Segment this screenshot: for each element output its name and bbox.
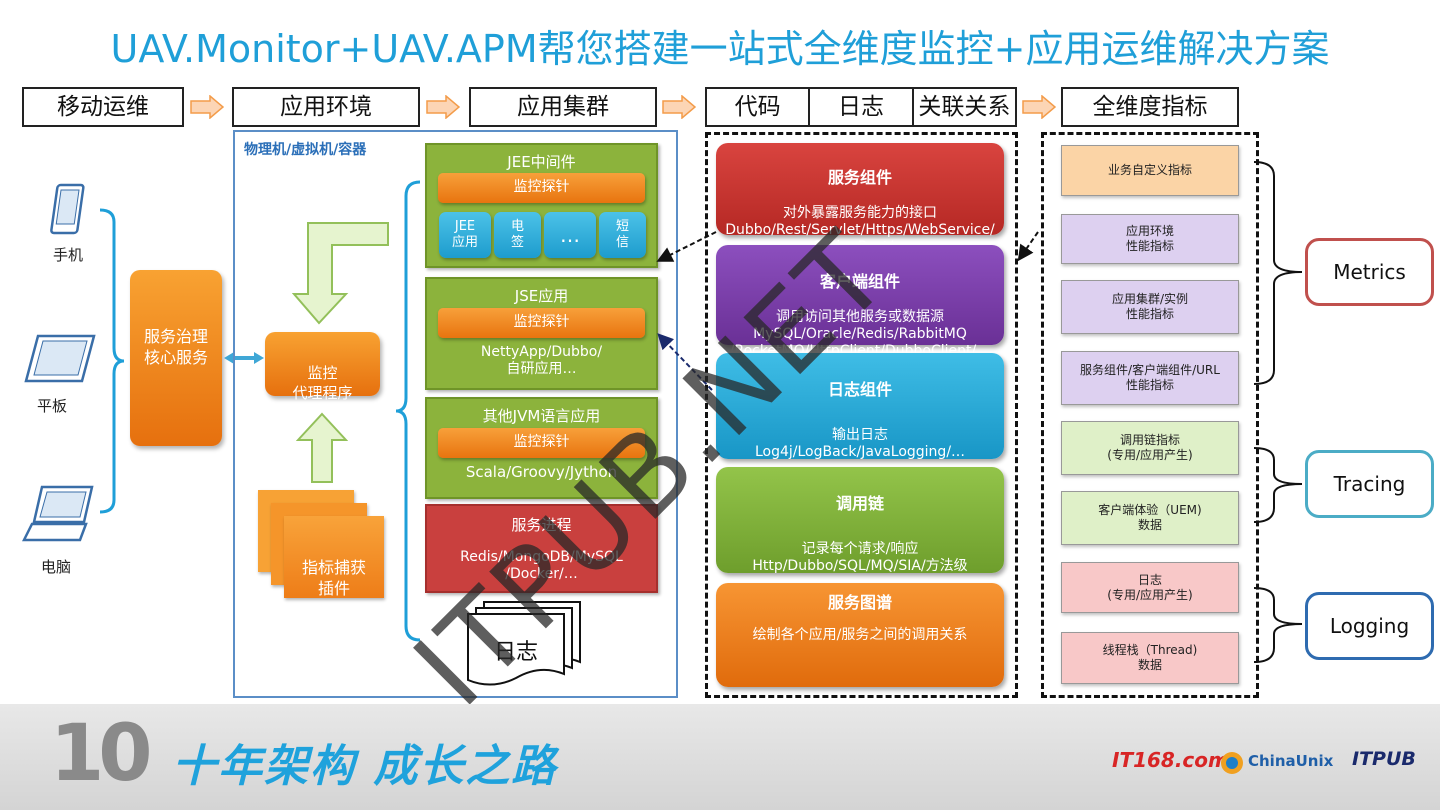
component-log: 日志组件 输出日志 Log4j/LogBack/JavaLogging/…: [716, 353, 1004, 460]
metric-thread: 线程栈（Thread) 数据: [1061, 632, 1239, 684]
phone-icon: [50, 183, 85, 235]
tracing-brace: [1253, 447, 1303, 523]
component-client: 客户端组件 调用访问其他服务或数据源 MySQL/Oracle/Redis/Ra…: [716, 245, 1004, 359]
jvm-probe: 监控探针: [438, 428, 645, 458]
component-service-map: 服务图谱 绘制各个应用/服务之间的调用关系: [716, 583, 1004, 687]
component-client-title: 客户端组件: [819, 272, 900, 291]
component-log-desc: 输出日志 Log4j/LogBack/JavaLogging/…: [754, 427, 966, 460]
category-logging: Logging: [1305, 592, 1434, 660]
component-map-desc: 绘制各个应用/服务之间的调用关系: [752, 627, 968, 643]
jee-probe: 监控探针: [438, 173, 645, 203]
metric-cluster: 应用集群/实例 性能指标: [1061, 280, 1239, 334]
cluster-brace: [395, 180, 421, 642]
devices-brace: [99, 208, 125, 514]
plugin-label: 指标捕获 插件: [301, 558, 366, 598]
header-app-cluster: 应用集群: [469, 87, 657, 127]
metric-trace: 调用链指标 (专用/应用产生): [1061, 421, 1239, 475]
component-column-frame: [705, 132, 1018, 698]
core-service-box: 服务治理核心服务: [130, 270, 222, 446]
jee-tile-app: JEE 应用: [439, 212, 491, 258]
metric-business: 业务自定义指标: [1061, 145, 1239, 196]
component-log-title: 日志组件: [827, 380, 892, 399]
computer-label: 电脑: [40, 558, 71, 576]
header-log: 日志: [810, 89, 914, 125]
app-env-frame: [233, 130, 678, 698]
service-process-panel: 服务进程 Redis/MongoDB/MySQL /Docker/…: [425, 504, 658, 593]
it168-logo: IT168.com: [1112, 748, 1229, 772]
component-service-title: 服务组件: [827, 168, 892, 187]
header-app-env: 应用环境: [232, 87, 420, 127]
header-relation: 关联关系: [918, 94, 1011, 120]
jse-desc: NettyApp/Dubbo/ 自研应用…: [480, 344, 603, 377]
jvm-desc: Scala/Groovy/Jython: [465, 463, 618, 481]
jee-title: JEE中间件: [507, 153, 576, 171]
proc-title: 服务进程: [511, 516, 572, 534]
header-code: 代码: [707, 89, 811, 125]
connector-arrows: [656, 231, 1039, 391]
jee-tile-sign: 电 签: [494, 212, 541, 258]
footer-bar: [0, 704, 1440, 810]
log-doc-label: 日志: [493, 640, 538, 665]
header-code-log-relation: 代码 日志 关联关系: [705, 87, 1017, 127]
env-caption: 物理机/虚拟机/容器: [244, 142, 367, 158]
header-mobile-ops: 移动运维: [22, 87, 184, 127]
phone-label: 手机: [52, 246, 83, 264]
jse-title: JSE应用: [514, 287, 569, 305]
metric-env: 应用环境 性能指标: [1061, 214, 1239, 264]
agent-box: 监控 代理程序: [265, 332, 380, 402]
tablet-icon: [24, 334, 96, 383]
plugin-box: 指标捕获 插件: [284, 516, 384, 598]
tablet-label: 平板: [36, 397, 67, 415]
agent-label: 监控 代理程序: [292, 364, 353, 402]
header-full-dimension: 全维度指标: [1061, 87, 1239, 127]
category-metrics: Metrics: [1305, 238, 1434, 306]
page-title: UAV.Monitor+UAV.APM帮您搭建一站式全维度监控+应用运维解决方案: [110, 27, 1330, 71]
footer-slogan: 十年架构 成长之路: [172, 741, 558, 792]
itpub-logo: ITPUB: [1352, 748, 1416, 770]
laptop-icon: [22, 485, 94, 542]
chinaunix-logo-icon: [1221, 752, 1243, 774]
metrics-column-frame: [1041, 132, 1259, 698]
log-document-icon: [467, 601, 581, 686]
core-service-label: 服务治理核心服务: [143, 327, 208, 367]
chinaunix-logo: ChinaUnix: [1248, 752, 1334, 770]
metrics-brace: [1253, 161, 1303, 385]
proc-desc: Redis/MongoDB/MySQL /Docker/…: [460, 549, 623, 582]
anniversary-logo: 10: [50, 709, 153, 799]
green-l-arrow-icon: [292, 222, 389, 325]
metric-uem: 客户端体验（UEM) 数据: [1061, 491, 1239, 545]
jvm-title: 其他JVM语言应用: [482, 407, 601, 425]
logging-brace: [1253, 587, 1303, 663]
right-arrow-icon: [1022, 95, 1056, 119]
component-map-title: 服务图谱: [827, 593, 892, 612]
jee-tile-more: …: [544, 212, 596, 258]
component-trace-title: 调用链: [835, 494, 884, 513]
metric-component: 服务组件/客户端组件/URL 性能指标: [1061, 351, 1239, 405]
right-arrow-icon: [190, 95, 224, 119]
category-tracing: Tracing: [1305, 450, 1434, 518]
component-trace: 调用链 记录每个请求/响应 Http/Dubbo/SQL/MQ/SIA/方法级: [716, 467, 1004, 574]
metric-log: 日志 (专用/应用产生): [1061, 562, 1239, 613]
right-arrow-icon: [426, 95, 460, 119]
jee-tile-sms: 短 信: [599, 212, 646, 258]
component-trace-desc: 记录每个请求/响应 Http/Dubbo/SQL/MQ/SIA/方法级: [752, 541, 968, 574]
jse-probe: 监控探针: [438, 308, 645, 338]
green-up-arrow-icon: [296, 412, 348, 483]
right-arrow-icon: [662, 95, 696, 119]
